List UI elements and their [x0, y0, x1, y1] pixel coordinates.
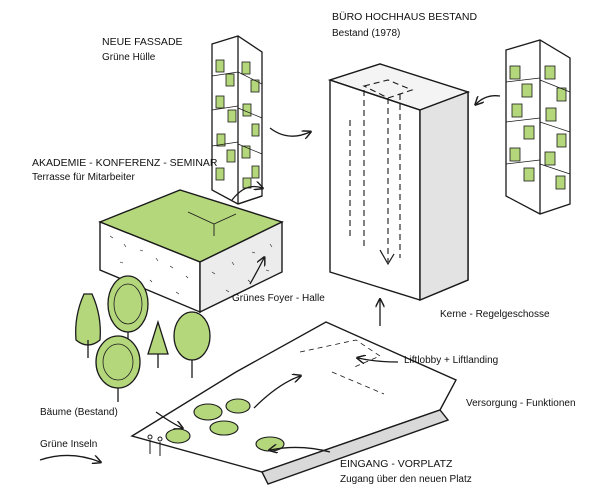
label-eingang-subtitle: Zugang über den neuen Platz: [340, 474, 472, 485]
label-gruenes-foyer: Grünes Foyer - Halle: [232, 293, 325, 304]
label-neue-fassade-subtitle: Grüne Hülle: [102, 52, 156, 63]
label-gruene-inseln: Grüne Inseln: [40, 439, 98, 450]
label-liftlobby: Liftlobby + Liftlanding: [404, 355, 499, 366]
office-tower: [327, 63, 471, 302]
label-eingang-title: EINGANG - VORPLATZ: [340, 458, 453, 470]
label-kerne: Kerne - Regelgeschosse: [440, 309, 550, 320]
facade-panel-left: [211, 35, 263, 205]
academy-block: [98, 189, 284, 314]
label-baeume: Bäume (Bestand): [40, 407, 118, 418]
facade-panel-right: [505, 39, 571, 215]
trees: [75, 275, 211, 402]
label-neue-fassade-title: NEUE FASSADE: [102, 36, 183, 48]
arrows: [39, 95, 501, 462]
label-akademie-title: AKADEMIE - KONFERENZ - SEMINAR: [32, 157, 218, 169]
label-buero-title: BÜRO HOCHHAUS BESTAND: [332, 11, 478, 23]
label-buero-subtitle: Bestand (1978): [332, 28, 401, 39]
label-akademie-subtitle: Terrasse für Mitarbeiter: [32, 172, 135, 183]
plaza-base: [130, 321, 457, 485]
label-versorgung: Versorgung - Funktionen: [466, 398, 576, 409]
